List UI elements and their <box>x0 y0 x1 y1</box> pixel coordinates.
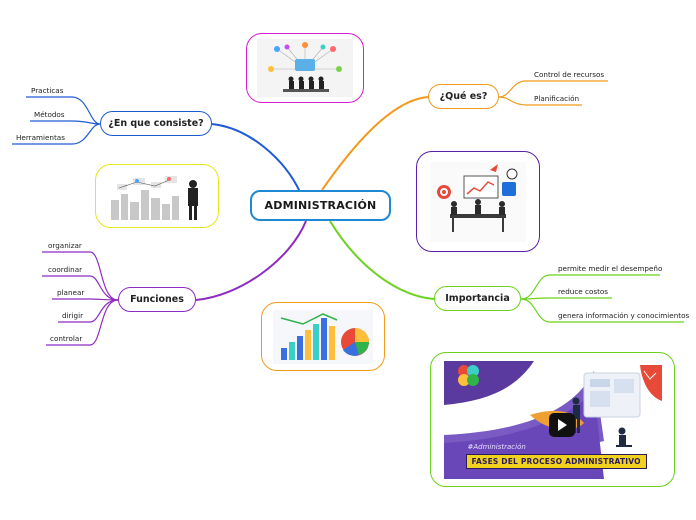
branch-funciones[interactable]: Funciones <box>118 287 196 312</box>
leaf-practicas[interactable]: Practicas <box>31 86 64 95</box>
network-people-illustration <box>257 39 353 97</box>
connector-funciones <box>195 220 307 301</box>
central-node[interactable]: ADMINISTRACIÓN <box>250 190 391 221</box>
play-icon <box>558 418 567 431</box>
leaf-metodos[interactable]: Métodos <box>34 110 65 119</box>
leaf-organizar[interactable]: organizar <box>48 241 82 250</box>
leaf-medir-desempeno[interactable]: permite medir el desempeño <box>558 264 663 273</box>
bar-pie-chart-illustration <box>273 309 373 364</box>
leaf-dirigir[interactable]: dirigir <box>62 311 84 320</box>
play-button-icon[interactable] <box>548 412 575 437</box>
image-charts[interactable] <box>261 302 385 371</box>
leaf-planear[interactable]: planear <box>57 288 85 297</box>
business-meeting-illustration <box>430 161 526 242</box>
leaf-herramientas[interactable]: Herramientas <box>16 133 65 142</box>
city-business-illustration <box>107 170 207 222</box>
image-city[interactable] <box>95 164 219 228</box>
leaf-planificacion[interactable]: Planificación <box>534 94 580 103</box>
branch-importancia[interactable]: Importancia <box>434 286 521 311</box>
leaf-coordinar[interactable]: coordinar <box>48 265 83 274</box>
image-video[interactable]: #Administración FASES DEL PROCESO ADMINI… <box>430 352 675 487</box>
image-meeting[interactable] <box>416 151 540 252</box>
branch-que-es[interactable]: ¿Qué es? <box>428 84 499 109</box>
leaf-control-recursos[interactable]: Control de recursos <box>534 70 605 79</box>
leaf-reduce-costos[interactable]: reduce costos <box>558 287 609 296</box>
connector-consiste <box>211 123 301 193</box>
connector-que-es <box>321 96 429 191</box>
video-hashtag: #Administración <box>467 442 526 451</box>
video-banner: FASES DEL PROCESO ADMINISTRATIVO <box>465 453 647 469</box>
video-thumbnail[interactable]: #Administración FASES DEL PROCESO ADMINI… <box>443 360 662 479</box>
leaf-controlar[interactable]: controlar <box>50 334 83 343</box>
branch-consiste[interactable]: ¿En que consiste? <box>100 111 212 136</box>
leaf-genera-informacion[interactable]: genera información y conocimientos <box>558 311 690 320</box>
connector-importancia <box>329 220 435 300</box>
image-network[interactable] <box>246 33 364 103</box>
